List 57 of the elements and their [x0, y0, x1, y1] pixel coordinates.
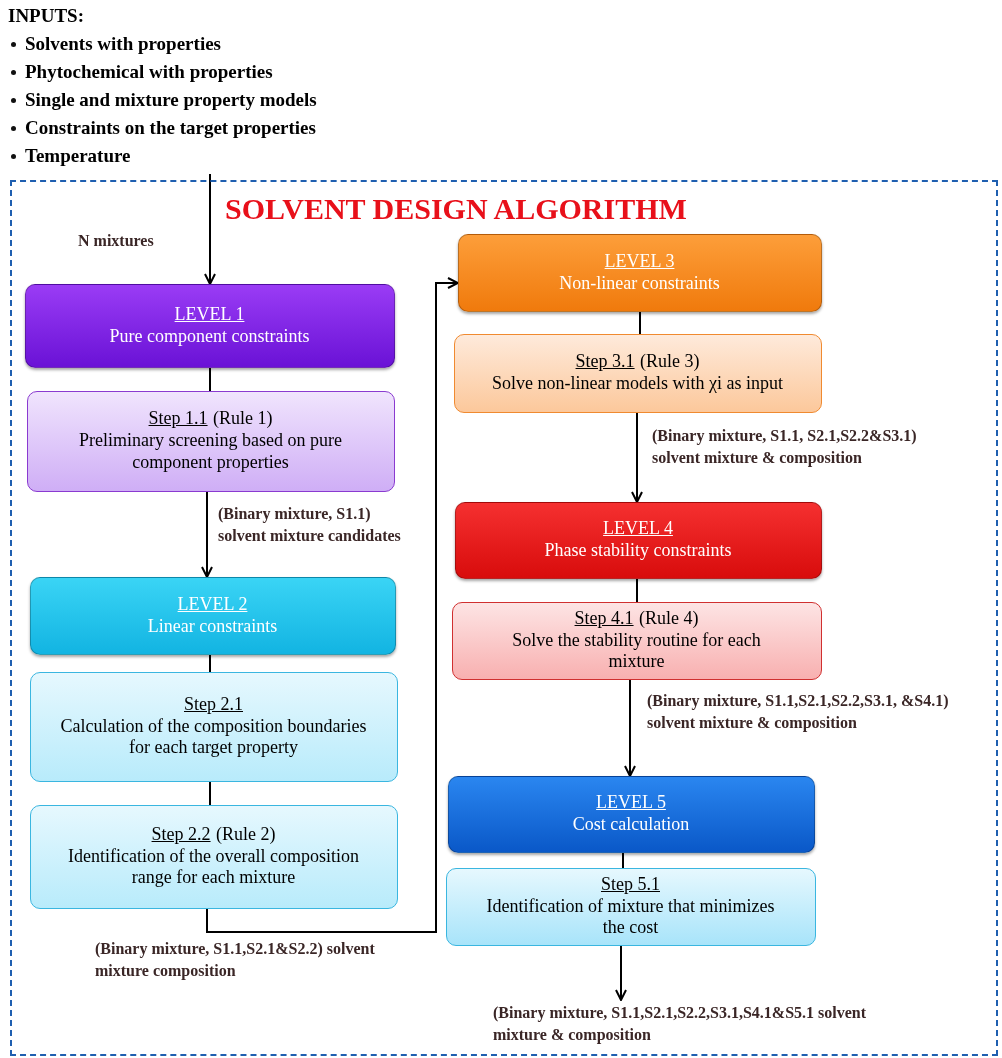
level-heading: LEVEL 2 — [177, 593, 248, 614]
level-description: Cost calculation — [572, 814, 690, 836]
step-box — [445, 867, 816, 946]
arrow — [201, 491, 213, 578]
step-heading: Step 4.1 — [574, 607, 634, 628]
step-heading: Step 5.1 — [601, 873, 660, 894]
step-box — [26, 390, 395, 492]
level-box — [29, 576, 396, 655]
step-description: Solve the stability routine for each mixture — [511, 629, 762, 674]
dashed-frame — [10, 180, 998, 1056]
connector-line — [209, 367, 211, 392]
arrow — [204, 173, 216, 285]
step-heading: Step 2.1 — [184, 693, 243, 714]
rule-label: (Rule 3) — [639, 351, 700, 372]
level-heading: LEVEL 5 — [596, 792, 666, 813]
step-heading: Step 3.1 — [575, 351, 635, 372]
level-box — [447, 775, 815, 853]
step-box — [29, 804, 398, 909]
level-box — [457, 233, 822, 312]
level-description: Phase stability constraints — [544, 540, 732, 562]
input-item: Solvents with properties — [25, 32, 221, 56]
arrow — [624, 679, 636, 777]
input-item: Single and mixture property models — [25, 88, 317, 112]
connector-line — [636, 578, 638, 603]
arrow — [631, 412, 643, 503]
connector-line — [209, 654, 211, 673]
input-item: Temperature — [25, 144, 131, 168]
rule-label: (Rule 1) — [212, 408, 273, 429]
arrow — [615, 945, 627, 1001]
level-heading: LEVEL 1 — [174, 303, 245, 324]
step-description: Calculation of the composition boundaries for each target property — [60, 715, 367, 760]
step-description: Solve non-linear models with χi as input — [492, 373, 783, 395]
step-heading: Step 1.1 — [148, 408, 208, 429]
arrow — [206, 277, 459, 933]
level-heading: LEVEL 4 — [603, 518, 673, 539]
level-description: Pure component constraints — [109, 325, 310, 348]
level-box — [24, 283, 395, 368]
step-heading: Step 2.2 — [151, 823, 211, 844]
algorithm-title: SOLVENT DESIGN ALGORITHM — [225, 192, 687, 226]
level-description: Linear constraints — [147, 615, 278, 638]
step-description: Identification of mixture that minimizes the cost — [485, 895, 776, 940]
step-box — [453, 333, 822, 413]
level-heading: LEVEL 3 — [604, 250, 675, 271]
input-item: Phytochemical with properties — [25, 60, 273, 84]
level-description: Non-linear constraints — [559, 272, 720, 295]
connector-line — [209, 781, 211, 806]
level-box — [454, 501, 822, 579]
inputs-heading: INPUTS: — [8, 4, 84, 28]
input-item: Constraints on the target properties — [25, 116, 316, 140]
rule-label: (Rule 4) — [638, 607, 699, 628]
step-description: Identification of the overall composition range for each mixture — [67, 845, 360, 890]
connector-line — [622, 852, 624, 869]
step-box — [29, 671, 398, 782]
rule-label: (Rule 2) — [215, 823, 276, 844]
step-description: Preliminary screening based on pure component properties — [78, 430, 343, 474]
step-box — [451, 601, 822, 680]
connector-line — [639, 311, 641, 335]
